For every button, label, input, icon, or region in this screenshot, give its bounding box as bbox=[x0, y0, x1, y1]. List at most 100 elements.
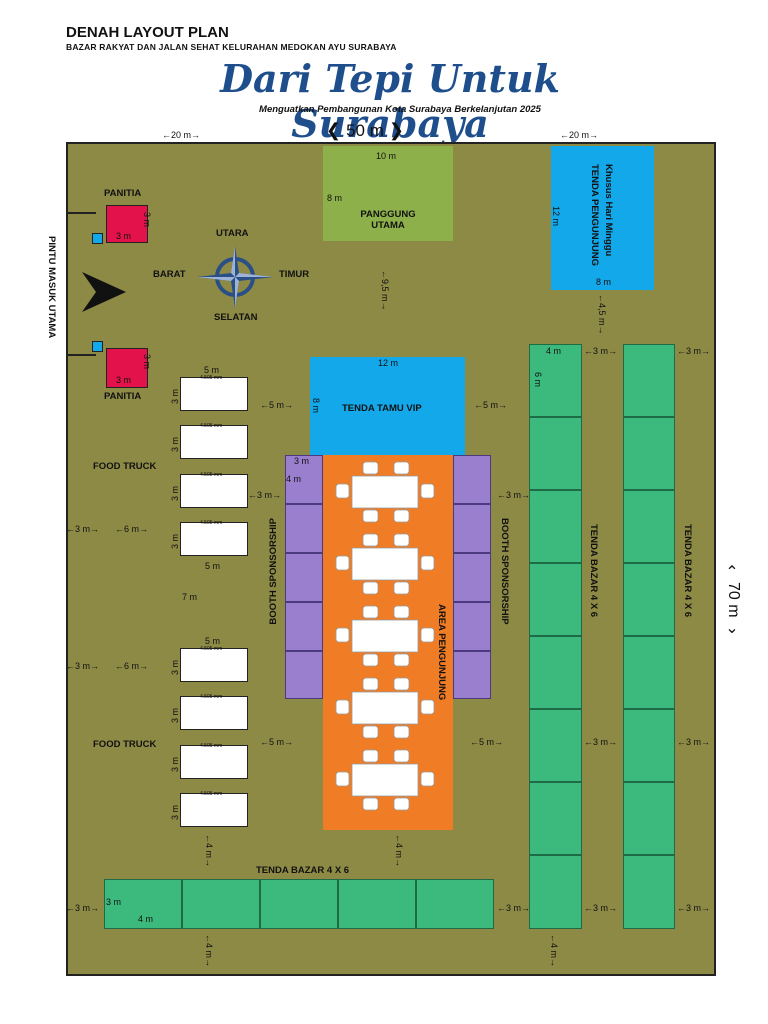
truck-6-h: 3 m bbox=[170, 708, 180, 724]
visitor-tent-label: TENDA PENGUNJUNG bbox=[589, 164, 600, 267]
dim-top-left: ←20 m→ bbox=[162, 130, 201, 140]
booth-right-label: BOOTH SPONSORSHIP bbox=[499, 518, 510, 625]
bazaar-c2-1 bbox=[623, 344, 675, 417]
truck-8-h: 3 m bbox=[170, 805, 180, 821]
gate-post-top bbox=[92, 233, 103, 244]
compass-rose-icon bbox=[197, 246, 273, 308]
bazaar-c1-1 bbox=[529, 344, 582, 417]
gap-col-3m-mid-a: ←3 m→ bbox=[584, 737, 618, 747]
truck-2-h: 3 m bbox=[170, 437, 180, 453]
entrance-line-top bbox=[66, 212, 96, 214]
visitor-area-label: AREA PENGUNJUNG bbox=[436, 604, 447, 701]
bazaar-c1-h: 6 m bbox=[533, 372, 543, 388]
gap-col-3m-top-b: ←3 m→ bbox=[677, 346, 711, 356]
booth-left-4 bbox=[285, 602, 323, 651]
truck-5-len: 4.505 mm bbox=[200, 646, 223, 652]
bazaar-column-2 bbox=[623, 344, 675, 929]
gap-left-6m-bottom: ←6 m→ bbox=[115, 661, 149, 671]
bazaar-b-1 bbox=[104, 879, 182, 929]
vip-gap-left: ←5 m→ bbox=[260, 400, 294, 410]
bazaar-c2-8 bbox=[623, 855, 675, 929]
tagline: Menguatkan Pembangunan Kota Surabaya Ber… bbox=[259, 104, 541, 115]
truck-3-len: 4.505 mm bbox=[200, 472, 223, 478]
vip-tent bbox=[310, 357, 465, 455]
gap-left-3m-top: ←3 m→ bbox=[66, 524, 100, 534]
food-truck-6 bbox=[180, 696, 248, 730]
dim-top-mid-label: 50 m bbox=[346, 121, 384, 140]
bazaar-c1-4 bbox=[529, 563, 582, 636]
bazaar-b-4 bbox=[338, 879, 416, 929]
panitia-top-h: 3 m bbox=[142, 212, 152, 228]
booth-right-column bbox=[453, 455, 491, 699]
truck-7-h: 3 m bbox=[170, 757, 180, 773]
bazaar-c1-7 bbox=[529, 782, 582, 855]
booth-right-4 bbox=[453, 602, 491, 651]
booth-right-3 bbox=[453, 553, 491, 602]
truck-bottom-width: 5 m bbox=[205, 636, 221, 646]
gap-col-3m-top-a: ←3 m→ bbox=[584, 346, 618, 356]
gap-4m-bottom-right: ←4 m→ bbox=[549, 934, 559, 968]
bazaar-c2-3 bbox=[623, 490, 675, 563]
food-truck-2 bbox=[180, 425, 248, 459]
booth-right-2 bbox=[453, 504, 491, 553]
food-truck-8 bbox=[180, 793, 248, 827]
booth-left-column bbox=[285, 455, 323, 699]
gap-col-3m-bot-b: ←3 m→ bbox=[677, 903, 711, 913]
truck-3-h: 3 m bbox=[170, 486, 180, 502]
bazaar-c1-2 bbox=[529, 417, 582, 490]
booth-left-h: 4 m bbox=[286, 474, 302, 484]
food-truck-label-top: FOOD TRUCK bbox=[93, 461, 157, 472]
vip-label: TENDA TAMU VIP bbox=[342, 403, 422, 414]
compass-north: UTARA bbox=[216, 228, 249, 239]
panitia-bottom-w: 3 m bbox=[116, 375, 132, 385]
gap-4m-bottom-left: ←4 m→ bbox=[204, 934, 214, 968]
truck-1-len: 4.505 mm bbox=[200, 375, 223, 381]
truck-5-h: 3 m bbox=[170, 660, 180, 676]
gap-7m: 7 m bbox=[182, 592, 198, 602]
booth-right-5 bbox=[453, 651, 491, 699]
panitia-top-label: PANITIA bbox=[104, 188, 142, 199]
bazaar-c2-5 bbox=[623, 636, 675, 709]
visitor-tent-sub: Khusus Hari Minggu bbox=[603, 164, 614, 257]
booth-left-gap: ←3 m→ bbox=[248, 490, 282, 500]
bazaar-c1-w: 4 m bbox=[546, 346, 562, 356]
panitia-bottom-booth bbox=[106, 348, 148, 388]
panitia-top-w: 3 m bbox=[116, 231, 132, 241]
food-truck-7 bbox=[180, 745, 248, 779]
dim-right-side-label: 70 m bbox=[725, 582, 742, 618]
food-truck-label-bottom: FOOD TRUCK bbox=[93, 739, 157, 750]
truck-4-h: 3 m bbox=[170, 534, 180, 550]
bazaar-b-h: 3 m bbox=[106, 897, 122, 907]
gap-left-6m-top: ←6 m→ bbox=[115, 524, 149, 534]
stage-height: 8 m bbox=[327, 193, 343, 203]
visitor-tent-width: 8 m bbox=[596, 277, 612, 287]
bazaar-bottom-row bbox=[104, 879, 494, 929]
bazaar-b-2 bbox=[182, 879, 260, 929]
vip-width: 12 m bbox=[378, 358, 399, 368]
bazaar-b-w: 4 m bbox=[138, 914, 154, 924]
stage-width: 10 m bbox=[376, 151, 397, 161]
vip-height: 8 m bbox=[311, 398, 321, 414]
bazaar-c2-7 bbox=[623, 782, 675, 855]
truck-6-len: 4.505 mm bbox=[200, 694, 223, 700]
bazaar-bottom-label: TENDA BAZAR 4 X 6 bbox=[256, 865, 350, 876]
bazaar-c1-label: TENDA BAZAR 4 X 6 bbox=[588, 524, 599, 618]
bazaar-b-5 bbox=[416, 879, 494, 929]
booth-right-1 bbox=[453, 455, 491, 504]
visitor-tent-sunday bbox=[551, 146, 654, 290]
truck-1-h: 3 m bbox=[170, 389, 180, 405]
bazaar-c2-2 bbox=[623, 417, 675, 490]
bazaar-c1-8 bbox=[529, 855, 582, 929]
gap-4m-trucks: ←4 m→ bbox=[204, 834, 214, 868]
truck-top-width: 5 m bbox=[204, 365, 220, 375]
booth-left-w: 3 m bbox=[294, 456, 310, 466]
truck-4-len: 4.505 mm bbox=[200, 520, 223, 526]
panitia-bottom-h: 3 m bbox=[142, 354, 152, 370]
panitia-top-booth bbox=[106, 205, 148, 243]
dim-top-mid: ❮ 50 m ❯ bbox=[326, 120, 404, 140]
bazaar-c1-5 bbox=[529, 636, 582, 709]
layout-subtitle: BAZAR RAKYAT DAN JALAN SEHAT KELURAHAN M… bbox=[66, 42, 397, 52]
truck-7-len: 4.505 mm bbox=[200, 743, 223, 749]
booth-left-2 bbox=[285, 504, 323, 553]
visitor-tent-gap: ←4,5 m→ bbox=[597, 294, 607, 335]
